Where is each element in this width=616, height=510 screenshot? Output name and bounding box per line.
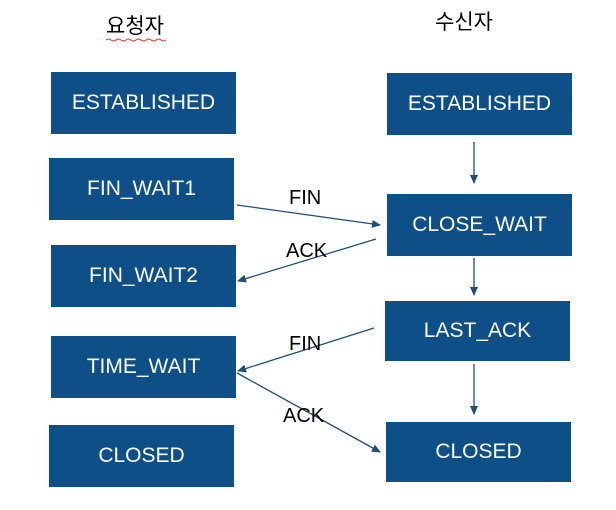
requester-title-text: 요청자: [106, 14, 164, 38]
receiver-column-title: 수신자: [435, 12, 493, 33]
receiver-state-established: ESTABLISHED: [387, 73, 572, 135]
arrow-fin-1: [236, 204, 381, 228]
requester-state-established: ESTABLISHED: [51, 72, 236, 134]
arrow-ack-2: [236, 372, 381, 453]
receiver-state-last-ack: LAST_ACK: [385, 301, 570, 361]
message-label-fin-2: FIN: [289, 333, 322, 355]
receiver-title-text: 수신자: [435, 10, 493, 34]
message-label-ack-1: ACK: [286, 240, 328, 262]
arrow-ack-1: [237, 238, 377, 283]
requester-state-fin-wait2: FIN_WAIT2: [51, 245, 236, 307]
message-label-fin-1: FIN: [289, 187, 322, 209]
receiver-state-close-wait: CLOSE_WAIT: [387, 194, 572, 256]
requester-state-fin-wait1: FIN_WAIT1: [49, 158, 234, 220]
spellcheck-underline: [106, 38, 166, 42]
requester-state-closed: CLOSED: [49, 425, 234, 487]
requester-state-time-wait: TIME_WAIT: [51, 336, 236, 398]
arrow-fin-2: [237, 327, 375, 373]
message-label-ack-2: ACK: [283, 405, 325, 427]
requester-column-title: 요청자: [106, 14, 166, 42]
receiver-state-closed: CLOSED: [386, 422, 571, 482]
